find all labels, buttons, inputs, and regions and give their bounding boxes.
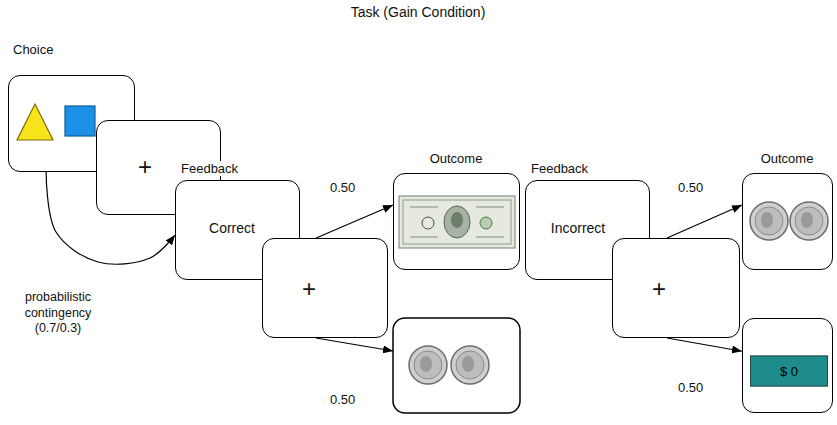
card-heading: Outcome xyxy=(759,151,816,166)
text-wrap: Incorrect xyxy=(551,220,605,236)
fixation-cross: + xyxy=(652,277,666,301)
yellow-triangle xyxy=(17,104,53,140)
drawing-part xyxy=(399,196,515,248)
drawing-part xyxy=(476,207,504,208)
drawing-part xyxy=(790,202,828,240)
edge-label-wrap: 0.50 xyxy=(676,180,705,195)
drawing-part xyxy=(414,351,442,379)
dollar-bill xyxy=(399,196,515,248)
blue-square xyxy=(65,106,95,136)
text-wrap: + xyxy=(652,277,666,301)
contingency-note: probabilistic contingency (0.7/0.3) xyxy=(8,290,108,337)
drawing-part xyxy=(410,237,438,238)
text-wrap: Correct xyxy=(209,220,255,236)
edge-label-wrap: 0.50 xyxy=(328,180,357,195)
text-wrap: + xyxy=(302,277,316,301)
drawing-part xyxy=(451,346,489,384)
probability-label: 0.50 xyxy=(676,180,705,195)
bill-art xyxy=(394,174,521,271)
card-heading: Outcome xyxy=(428,151,485,166)
text-wrap: Feedback xyxy=(179,161,240,176)
drawing-part xyxy=(480,217,492,229)
drawing-part xyxy=(795,207,823,235)
coins-art xyxy=(743,174,834,271)
card-heading: Choice xyxy=(11,42,55,57)
card-heading: Feedback xyxy=(529,161,590,176)
flow-arrow xyxy=(667,205,742,238)
fixation-cross: + xyxy=(302,277,316,301)
card-heading: Feedback xyxy=(179,161,240,176)
drawing-part xyxy=(750,202,788,240)
fixation-card: + xyxy=(612,238,740,338)
drawing-part xyxy=(410,207,438,208)
feedback-card: $ 0 xyxy=(742,318,833,413)
text-wrap: Choice xyxy=(11,42,55,57)
probability-label: 0.50 xyxy=(328,180,357,195)
quarter-coin xyxy=(451,346,489,384)
text-wrap: $ 0 xyxy=(750,356,828,387)
text-wrap: Outcome xyxy=(759,151,816,166)
quarter-coin xyxy=(750,202,788,240)
flow-arrow xyxy=(667,338,742,351)
drawing-part xyxy=(761,212,773,228)
label-wrap: 0.50 xyxy=(328,392,357,407)
drawing-part xyxy=(801,212,813,228)
quarter-coin xyxy=(790,202,828,240)
flow-arrow xyxy=(316,205,393,238)
probability-label: 0.50 xyxy=(328,392,357,407)
drawing-part xyxy=(444,206,470,238)
outcome-card xyxy=(393,318,520,413)
stimulus-card: Outcome xyxy=(393,173,520,270)
probability-label: 0.50 xyxy=(676,380,705,395)
title-wrap: Task (Gain Condition) xyxy=(351,4,486,20)
feedback-word: Incorrect xyxy=(551,220,605,236)
quarter-coin xyxy=(409,346,447,384)
drawing-part xyxy=(451,212,463,228)
fixation-cross: + xyxy=(138,155,152,179)
diagram-title: Task (Gain Condition) xyxy=(351,4,486,20)
edge-label-wrap: probabilistic contingency (0.7/0.3) xyxy=(8,290,108,337)
drawing-part xyxy=(476,237,504,238)
drawing-part xyxy=(422,217,434,229)
drawing-part xyxy=(403,200,511,244)
text-wrap: Feedback xyxy=(529,161,590,176)
edge-label-wrap: 0.50 xyxy=(676,380,705,395)
drawing-part xyxy=(462,356,474,372)
fixation-card: + xyxy=(262,238,388,338)
zero-amount: $ 0 xyxy=(750,356,828,387)
text-wrap: + xyxy=(138,155,152,179)
drawing-part xyxy=(456,351,484,379)
stimulus-card: Outcome xyxy=(742,173,833,270)
drawing-part xyxy=(409,346,447,384)
text-wrap: Outcome xyxy=(428,151,485,166)
drawing-part xyxy=(420,356,432,372)
drawing-part xyxy=(755,207,783,235)
outcome-arrow xyxy=(316,338,393,351)
feedback-word: Correct xyxy=(209,220,255,236)
